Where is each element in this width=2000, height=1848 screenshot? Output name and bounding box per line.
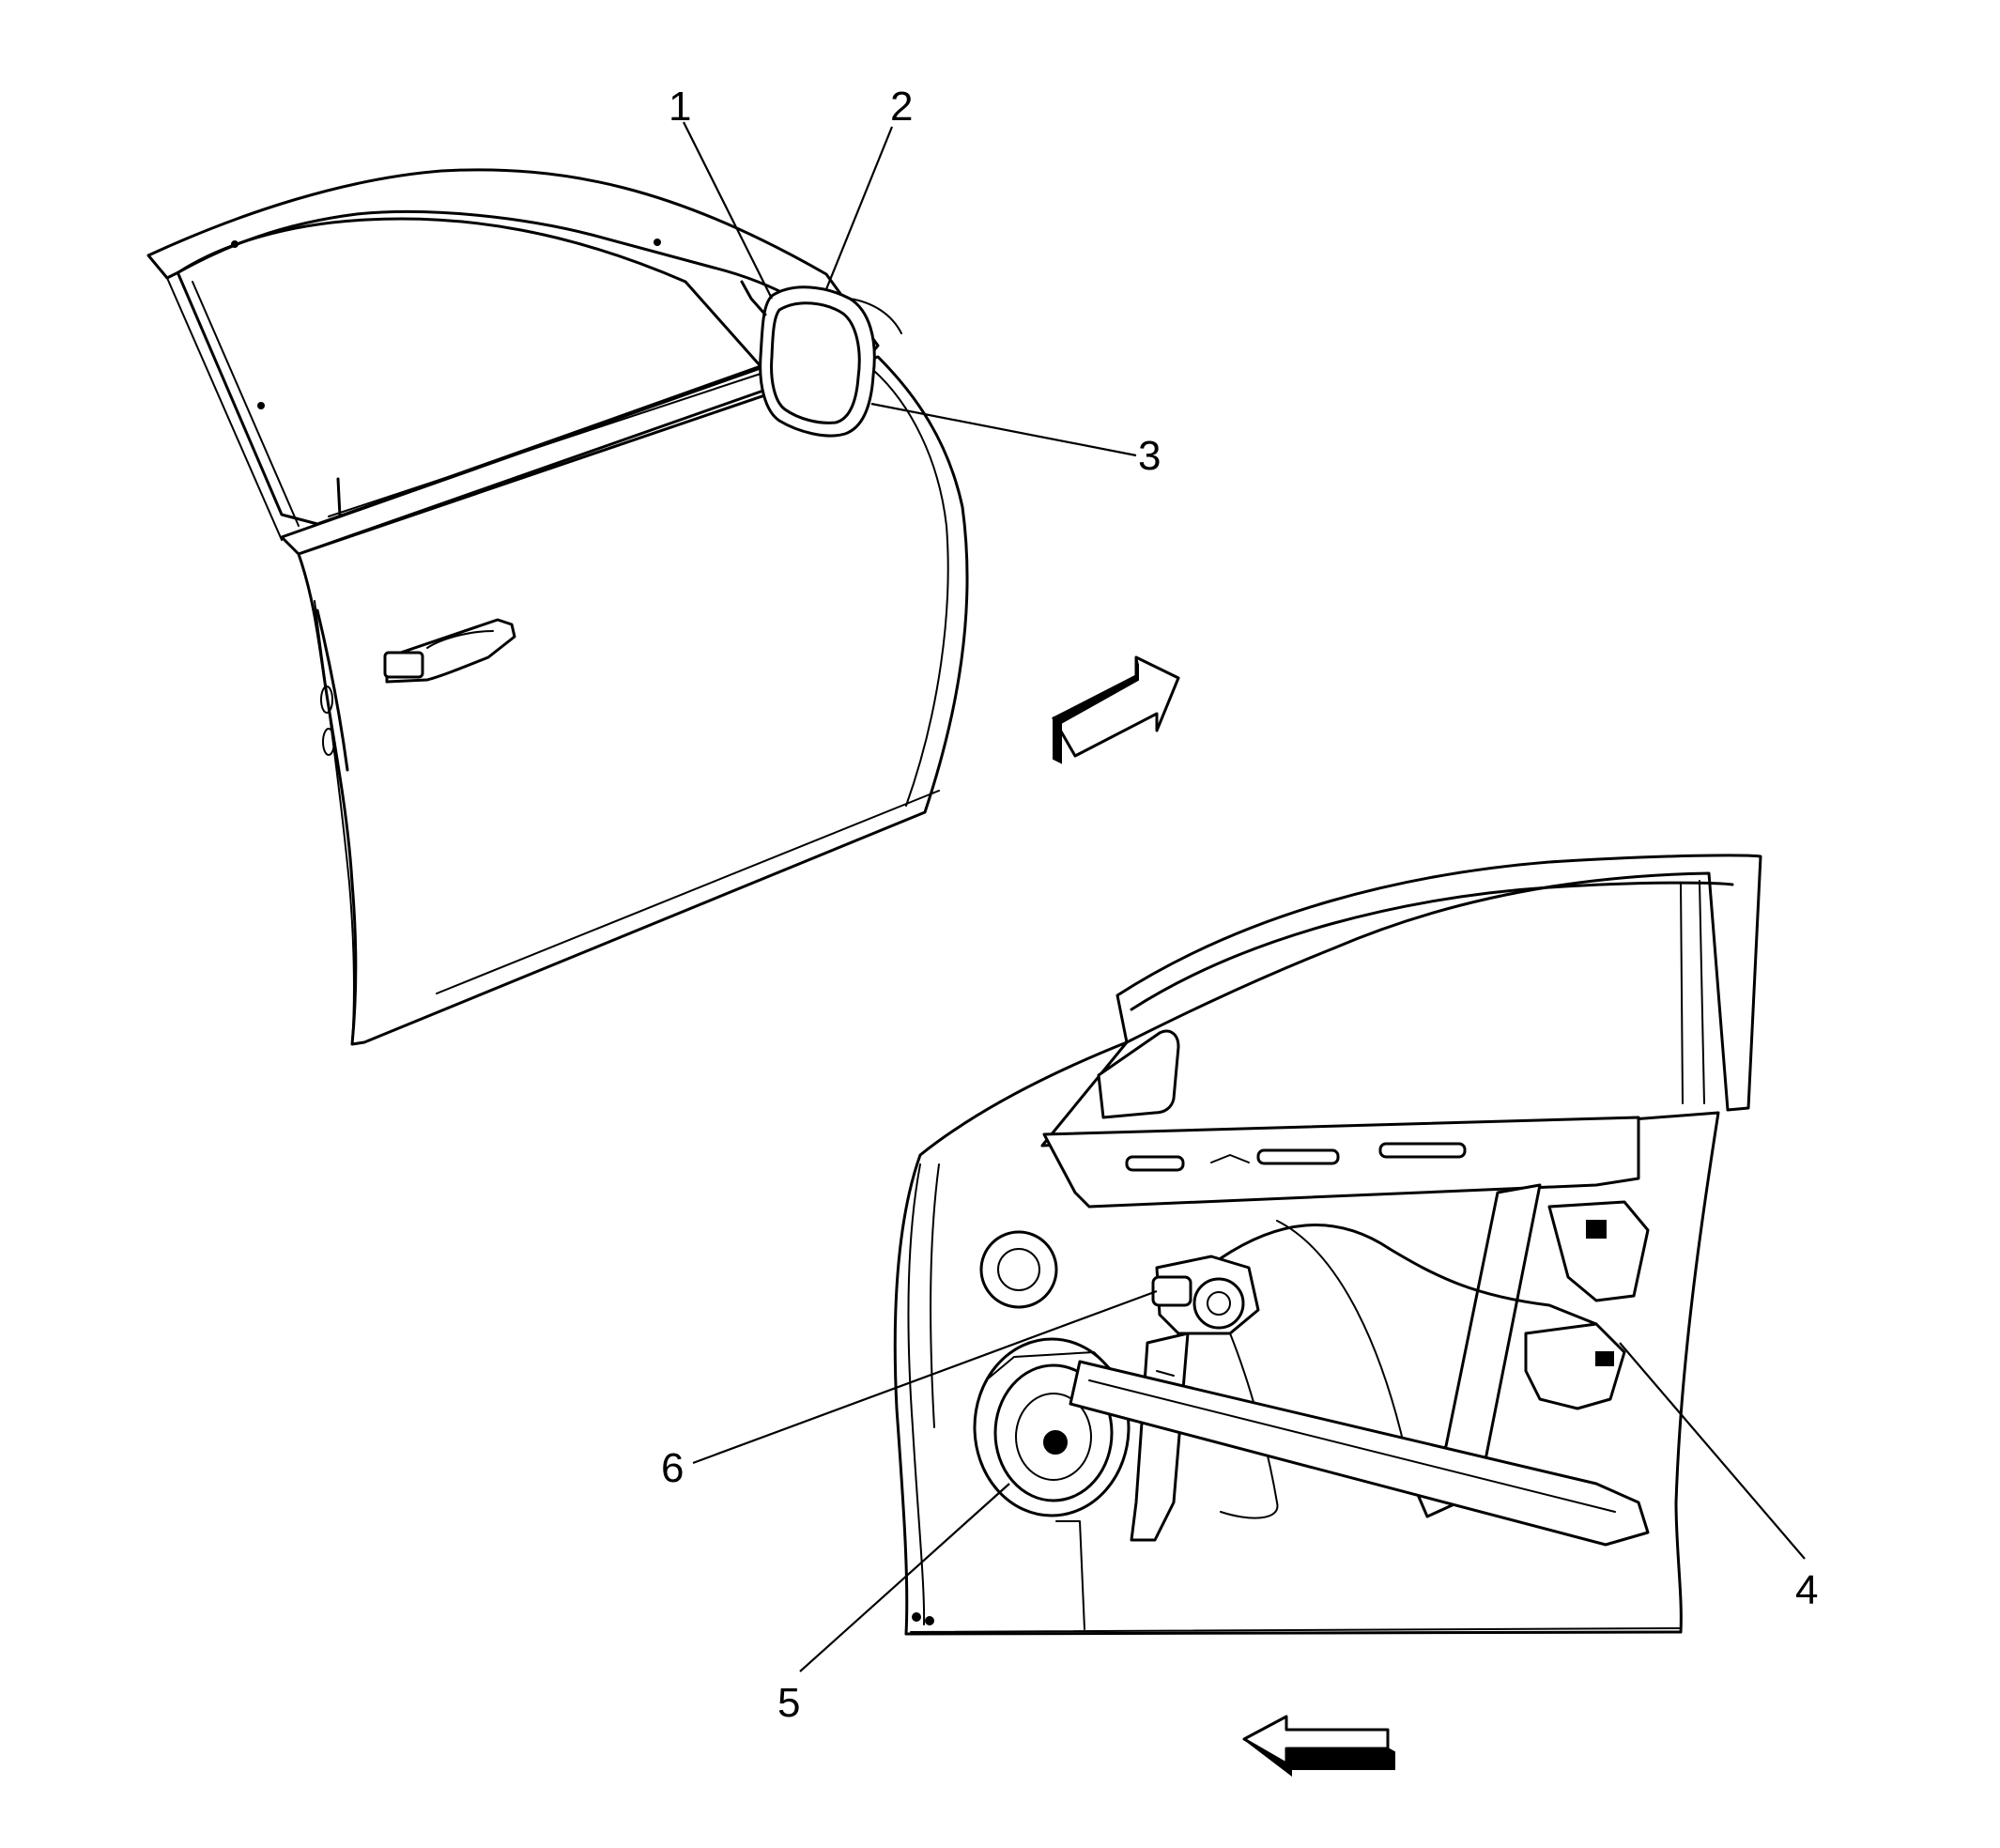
leader-6: [692, 1289, 1158, 1465]
inner-window-frame: [1115, 854, 1762, 1112]
leader-3: [870, 402, 1137, 457]
door-outer-panel: [297, 355, 969, 1046]
callout-3: 3: [1138, 433, 1161, 479]
callout-6: 6: [661, 1445, 684, 1491]
forward-arrow-upper: [1051, 655, 1180, 764]
door-latch: [1524, 1200, 1650, 1410]
exterior-door-view: [146, 168, 1180, 1046]
interior-door-view: [893, 854, 1762, 1778]
door-window-opening: [177, 217, 762, 526]
upper-reinforcement: [1042, 1116, 1640, 1209]
callout-5: 5: [777, 1680, 800, 1726]
regulator-rail-rear: [1411, 1183, 1542, 1518]
outside-mirror-glass: [770, 301, 861, 424]
leader-5: [799, 1483, 1010, 1672]
callout-2: 2: [890, 84, 913, 130]
leader-2: [824, 126, 894, 290]
callout-1: 1: [669, 84, 691, 130]
speaker: [973, 1337, 1131, 1517]
outside-mirror-cover: [759, 285, 876, 438]
callouts: 1 2 3 4 5 6: [661, 84, 1818, 1726]
leader-lines: [683, 121, 1806, 1672]
callout-4: 4: [1795, 1567, 1818, 1613]
leader-4: [1619, 1342, 1806, 1560]
window-regulator-motor: [1151, 1255, 1260, 1335]
leader-1: [683, 121, 773, 300]
impact-beam: [1069, 1360, 1650, 1547]
forward-arrow-lower: [1242, 1715, 1395, 1778]
